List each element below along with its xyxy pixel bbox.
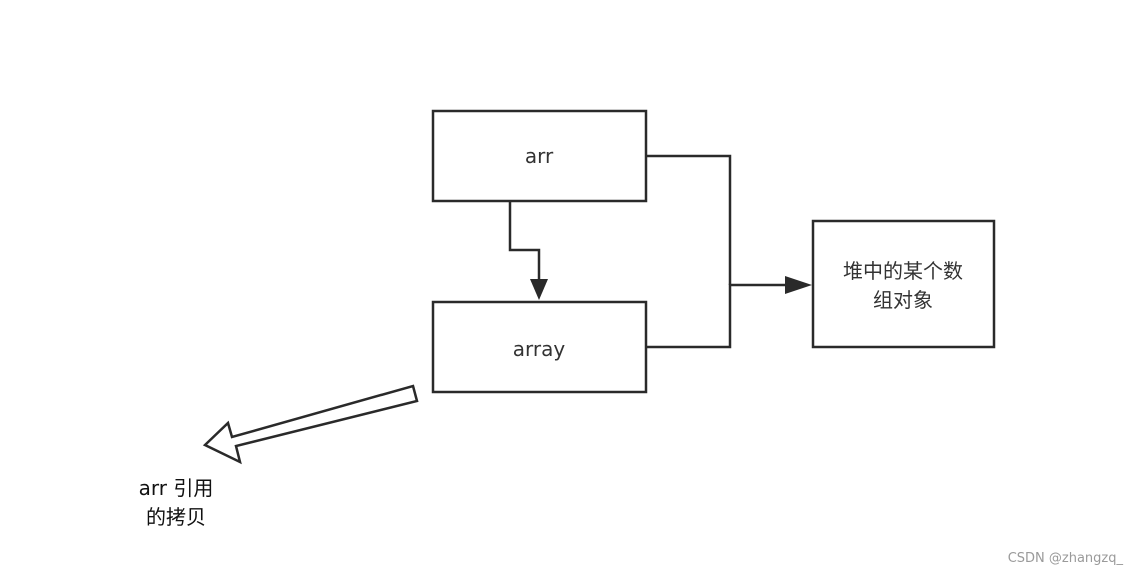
node-array: array [431, 300, 648, 394]
arrowhead-right [785, 276, 812, 294]
annotation-line2: 的拷贝 [146, 505, 206, 529]
node-arr: arr [431, 109, 648, 203]
node-heap-object: 堆中的某个数 组对象 [811, 219, 996, 349]
node-array-label: array [513, 337, 566, 361]
node-arr-label: arr [525, 144, 554, 168]
connector-arr-to-heap [646, 154, 732, 285]
node-heap-object-label-line2: 组对象 [873, 288, 933, 312]
watermark: CSDN @zhangzq_ [1007, 551, 1123, 566]
arrowhead-down [530, 279, 548, 300]
connector-arr-to-array [508, 201, 548, 300]
annotation: arr 引用 的拷贝 [139, 476, 214, 529]
connector-array-to-heap [646, 276, 812, 349]
hollow-arrow [202, 384, 419, 465]
node-heap-object-label-line1: 堆中的某个数 [843, 259, 963, 283]
annotation-line1: arr 引用 [139, 476, 214, 500]
